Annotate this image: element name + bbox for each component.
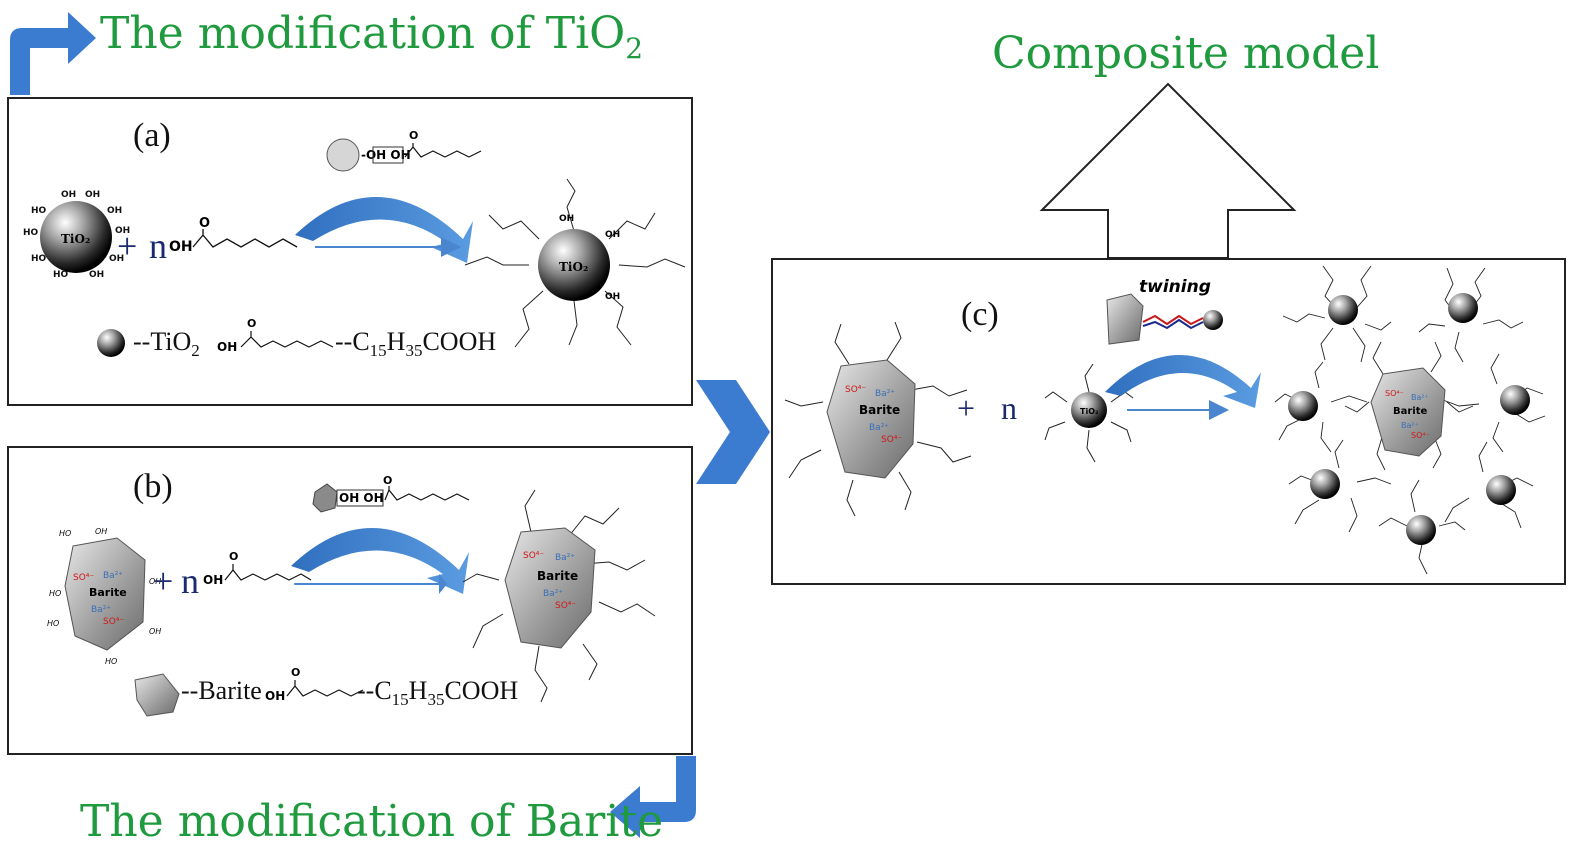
panel-b-label: (b) <box>133 468 173 505</box>
composite-up-arrow <box>1039 82 1297 259</box>
panel-c-composite: (c) SO⁴⁻ Ba²⁺ Barite Ba²⁺ SO⁴⁻ + n <box>771 258 1566 585</box>
legend-barite-text: --Barite <box>181 676 262 705</box>
panel-a-plus: + <box>117 226 138 266</box>
panel-b-barite: (b) HO OH OH HO HO OH HO SO⁴⁻ Ba²⁺ Barite B… <box>7 446 693 755</box>
bottom-bent-arrow <box>610 756 696 838</box>
panel-b-plus: + <box>153 561 174 601</box>
panel-b-reaction-arrows <box>291 527 469 594</box>
svg-text:Ba²⁺: Ba²⁺ <box>91 605 111 615</box>
svg-text:OH: OH <box>605 230 620 240</box>
svg-text:Barite: Barite <box>1393 406 1428 417</box>
legend-tio2-text: --TiO2 <box>133 327 200 361</box>
legend-acid-structure: OH O <box>217 317 334 354</box>
chevron-right-arrow <box>696 380 770 484</box>
svg-text:TiO₂: TiO₂ <box>1080 407 1099 416</box>
heading-barite-modification: The modification of Barite <box>80 796 664 847</box>
svg-text:SO⁴⁻: SO⁴⁻ <box>73 573 94 583</box>
top-left-bent-arrow <box>10 12 96 95</box>
barite-oh-bond-illustration: OH OH O <box>312 474 470 513</box>
legend-tio2-icon <box>97 329 125 357</box>
svg-text:OH: OH <box>559 214 574 224</box>
heading-tio2-modification: The modification of TiO2 <box>100 8 644 65</box>
svg-text:Ba²⁺: Ba²⁺ <box>875 389 895 399</box>
svg-text:OH: OH <box>109 254 124 264</box>
panel-b-n: n <box>181 561 199 601</box>
svg-text:SO⁴⁻: SO⁴⁻ <box>1411 431 1430 440</box>
svg-text:TiO₂: TiO₂ <box>61 232 90 246</box>
svg-text:SO⁴⁻: SO⁴⁻ <box>881 435 902 445</box>
tio2-reactant-particle: TiO₂ OH OH HO OH HO OH HO OH HO OH <box>23 190 130 280</box>
svg-text:TiO₂: TiO₂ <box>559 260 588 274</box>
svg-text:HO: HO <box>31 206 47 216</box>
svg-text:Ba²⁺: Ba²⁺ <box>1411 393 1429 402</box>
svg-text:SO⁴⁻: SO⁴⁻ <box>1385 389 1404 398</box>
svg-text:Ba²⁺: Ba²⁺ <box>103 571 123 581</box>
svg-text:SO⁴⁻: SO⁴⁻ <box>555 601 576 611</box>
svg-text:O: O <box>229 550 238 563</box>
svg-text:OH: OH <box>61 190 76 200</box>
svg-text:HO: HO <box>47 619 59 628</box>
svg-text:Barite: Barite <box>89 586 127 599</box>
svg-text:SO⁴⁻: SO⁴⁻ <box>103 617 124 627</box>
panel-c-modified-tio2: TiO₂ <box>1044 363 1134 463</box>
svg-text:HO: HO <box>59 529 71 538</box>
svg-text:twining: twining <box>1139 277 1211 297</box>
svg-text:O: O <box>291 666 300 679</box>
svg-text:O: O <box>247 317 256 330</box>
svg-text:Barite: Barite <box>859 403 900 417</box>
svg-text:HO: HO <box>23 228 39 238</box>
svg-text:HO: HO <box>53 270 69 280</box>
heading-composite-model: Composite model <box>992 28 1380 79</box>
svg-text:HO: HO <box>105 657 117 666</box>
svg-text:Ba²⁺: Ba²⁺ <box>543 589 563 599</box>
stearic-acid-molecule: OH O <box>169 216 298 255</box>
svg-text:OH: OH <box>265 689 285 703</box>
svg-text:SO⁴⁻: SO⁴⁻ <box>845 385 866 395</box>
legend-barite-icon <box>134 673 180 717</box>
svg-text:OH: OH <box>107 206 122 216</box>
svg-text:OH: OH <box>149 627 161 636</box>
svg-text:Ba²⁺: Ba²⁺ <box>869 423 889 433</box>
panel-c-n: n <box>1001 390 1017 426</box>
svg-text:O: O <box>383 474 392 487</box>
svg-text:SO⁴⁻: SO⁴⁻ <box>523 551 544 561</box>
svg-text:OH: OH <box>95 527 107 536</box>
panel-c-reaction-arrows <box>1105 354 1261 420</box>
svg-text:OH: OH <box>85 190 100 200</box>
barite-modified: SO⁴⁻ Ba²⁺ Barite Ba²⁺ SO⁴⁻ <box>462 489 656 703</box>
svg-text:OH: OH <box>89 270 104 280</box>
legend-b-acid-structure: OH O <box>265 666 364 703</box>
tio2-modified-particle: TiO₂ OH OH OH <box>464 178 686 348</box>
panel-a-tio2: (a) TiO₂ OH OH HO OH HO OH HO OH HO OH + n OH… <box>7 97 693 406</box>
panel-a-n: n <box>149 226 167 266</box>
svg-text:HO: HO <box>49 589 61 598</box>
legend-acid-formula: --C15H35COOH <box>335 327 497 361</box>
svg-text:OH: OH <box>169 239 193 255</box>
svg-text:Ba²⁺: Ba²⁺ <box>555 553 575 563</box>
svg-text:OH: OH <box>203 573 223 587</box>
panel-b-stearic-acid: OH O <box>203 550 312 587</box>
panel-a-label: (a) <box>133 117 171 154</box>
svg-text:OH: OH <box>605 292 620 302</box>
svg-text:OH: OH <box>115 226 130 236</box>
svg-text:Barite: Barite <box>537 569 578 583</box>
svg-text:OH OH: OH OH <box>339 491 384 505</box>
composite-structure: SO⁴⁻ Ba²⁺ Barite Ba²⁺ SO⁴⁻ <box>1274 265 1546 575</box>
svg-text:OH: OH <box>149 577 161 586</box>
panel-a-reaction-arrows <box>295 196 473 263</box>
svg-text:O: O <box>199 216 210 231</box>
svg-text:O: O <box>409 129 418 142</box>
svg-text:Ba²⁺: Ba²⁺ <box>1401 421 1419 430</box>
svg-text:OH: OH <box>217 340 237 354</box>
panel-c-plus: + <box>957 390 976 426</box>
legend-b-acid-formula: --C15H35COOH <box>357 676 519 710</box>
panel-c-modified-barite: SO⁴⁻ Ba²⁺ Barite Ba²⁺ SO⁴⁻ <box>784 321 972 517</box>
svg-text:HO: HO <box>31 254 47 264</box>
twining-illustration: twining <box>1106 277 1223 345</box>
panel-c-label: (c) <box>961 296 999 333</box>
oh-bond-illustration: -OH OH O <box>326 129 482 172</box>
